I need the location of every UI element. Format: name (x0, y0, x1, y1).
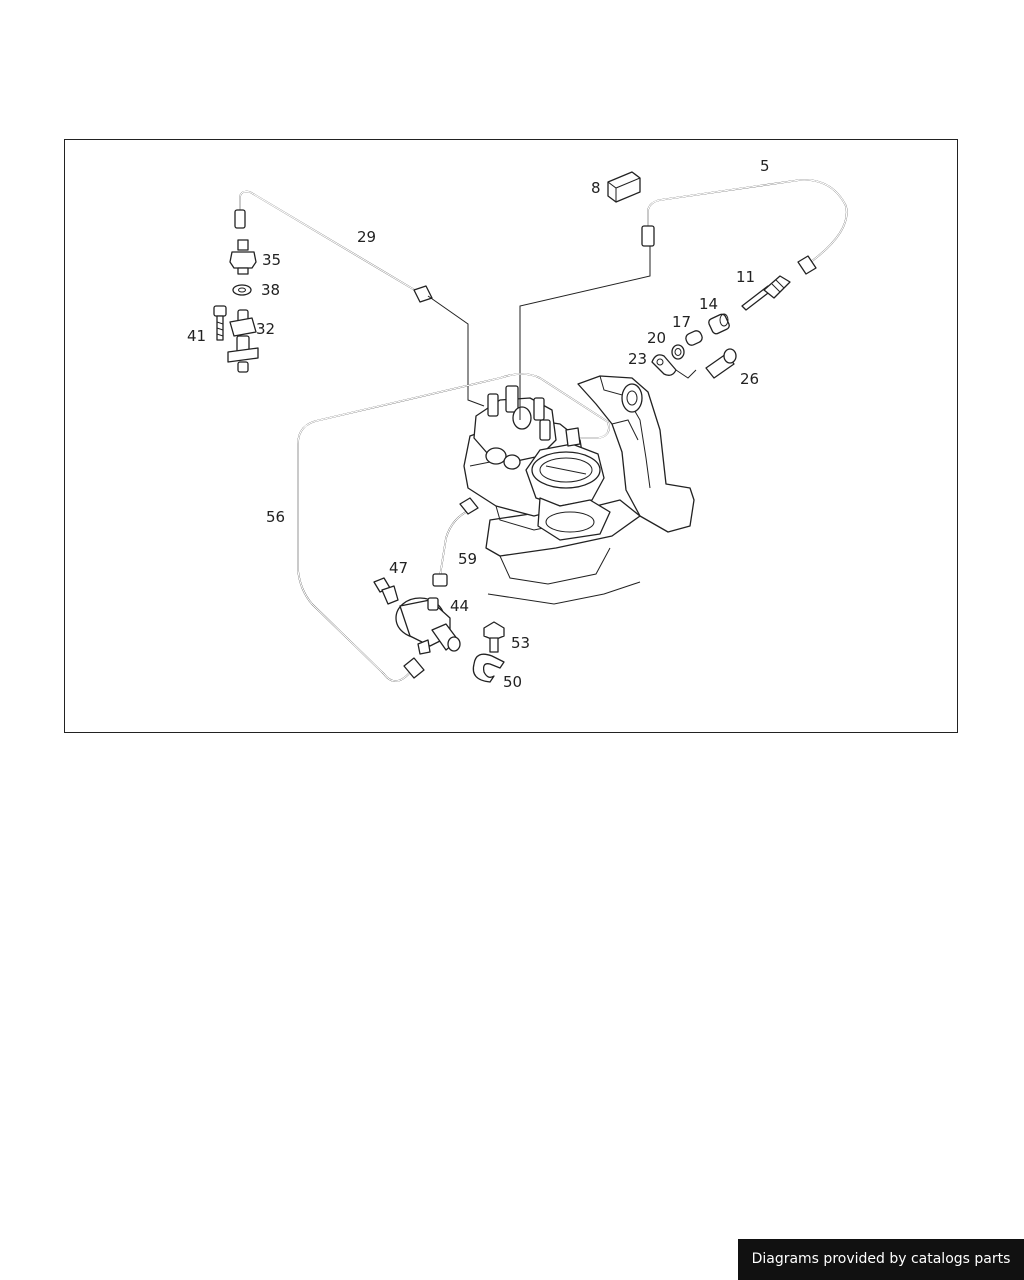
diagram-frame (64, 139, 958, 733)
part-32-valve (227, 309, 259, 373)
callout-23: 23 (628, 350, 647, 368)
callout-26: 26 (740, 370, 759, 388)
callout-14: 14 (699, 295, 718, 313)
part-41-bolt (213, 305, 227, 341)
intake-manifold-assembly (463, 375, 695, 605)
callout-5: 5 (760, 157, 770, 175)
callout-29: 29 (357, 228, 376, 246)
part-44-pressure-regulator (395, 597, 461, 655)
part-35-union (229, 239, 257, 275)
callout-56: 56 (266, 508, 285, 526)
part-20-ring (671, 344, 685, 360)
callout-8: 8 (591, 179, 601, 197)
part-50-clip (472, 653, 505, 683)
callout-59: 59 (458, 550, 477, 568)
credit-banner: Diagrams provided by catalogs parts (738, 1239, 1024, 1280)
callout-labels: 5 8 11 14 17 20 23 26 29 32 35 38 41 44 … (187, 157, 770, 691)
fuel-line-59 (432, 497, 479, 587)
callout-50: 50 (503, 673, 522, 691)
callout-53: 53 (511, 634, 530, 652)
callout-20: 20 (647, 329, 666, 347)
callout-41: 41 (187, 327, 206, 345)
part-23-clamp (651, 354, 697, 379)
part-26-fitting (705, 348, 737, 379)
part-17-sleeve (685, 330, 703, 346)
part-14-fitting (708, 313, 730, 335)
callout-17: 17 (672, 313, 691, 331)
fuel-line-29 (234, 190, 485, 407)
callout-11: 11 (736, 268, 755, 286)
part-11-valve (741, 275, 791, 311)
callout-35: 35 (262, 251, 281, 269)
part-38-washer (232, 284, 252, 296)
part-47-screw (373, 577, 399, 605)
callout-44: 44 (450, 597, 469, 615)
callout-38: 38 (261, 281, 280, 299)
part-53-bolt (483, 621, 505, 653)
fuel-line-56 (297, 373, 610, 682)
callout-47: 47 (389, 559, 408, 577)
parts-diagram: 5 8 11 14 17 20 23 26 29 32 35 38 41 44 … (187, 157, 848, 691)
part-8-block (607, 171, 641, 203)
fuel-line-5 (519, 179, 848, 420)
callout-32: 32 (256, 320, 275, 338)
